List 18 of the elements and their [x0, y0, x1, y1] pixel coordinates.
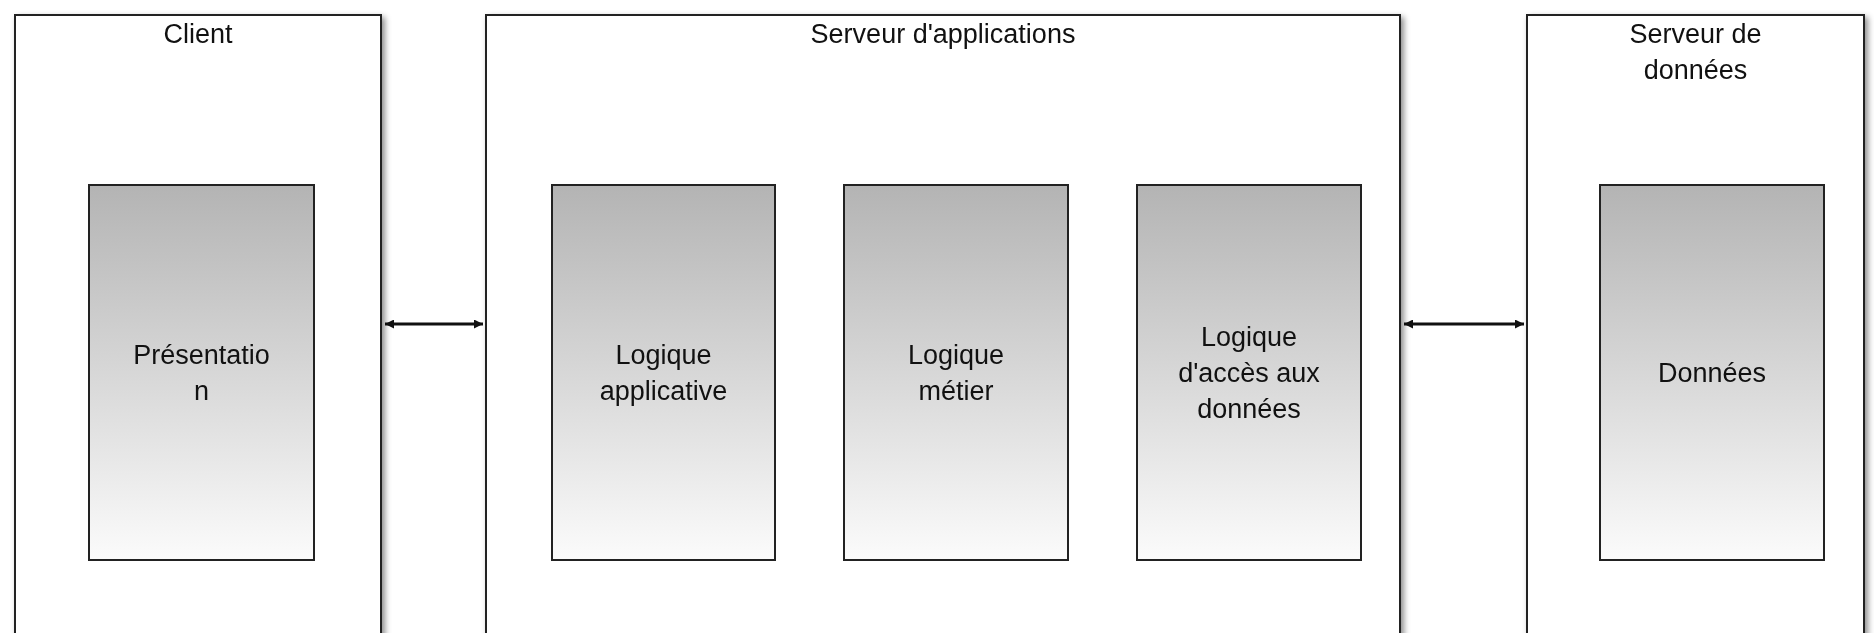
panel-title: Serveur d'applications — [810, 18, 1076, 51]
layer-label: Données — [1656, 356, 1768, 390]
double-arrow — [385, 319, 483, 329]
layer-label: Logique métier — [906, 338, 1006, 408]
panel-title: Serveur de données — [1628, 18, 1763, 87]
layer-box — [88, 184, 315, 561]
layer-box — [843, 184, 1069, 561]
double-arrow — [1404, 319, 1524, 329]
server-panel — [14, 14, 382, 633]
panel-title: Client — [163, 18, 233, 51]
server-panel — [485, 14, 1401, 633]
server-panel — [1526, 14, 1865, 633]
layer-label: Présentation — [132, 338, 271, 408]
layer-label: Logique d'accès aux données — [1177, 320, 1321, 426]
layer-box — [1599, 184, 1825, 561]
layer-box — [1136, 184, 1362, 561]
layer-label: Logique applicative — [598, 338, 729, 408]
layer-box — [551, 184, 776, 561]
